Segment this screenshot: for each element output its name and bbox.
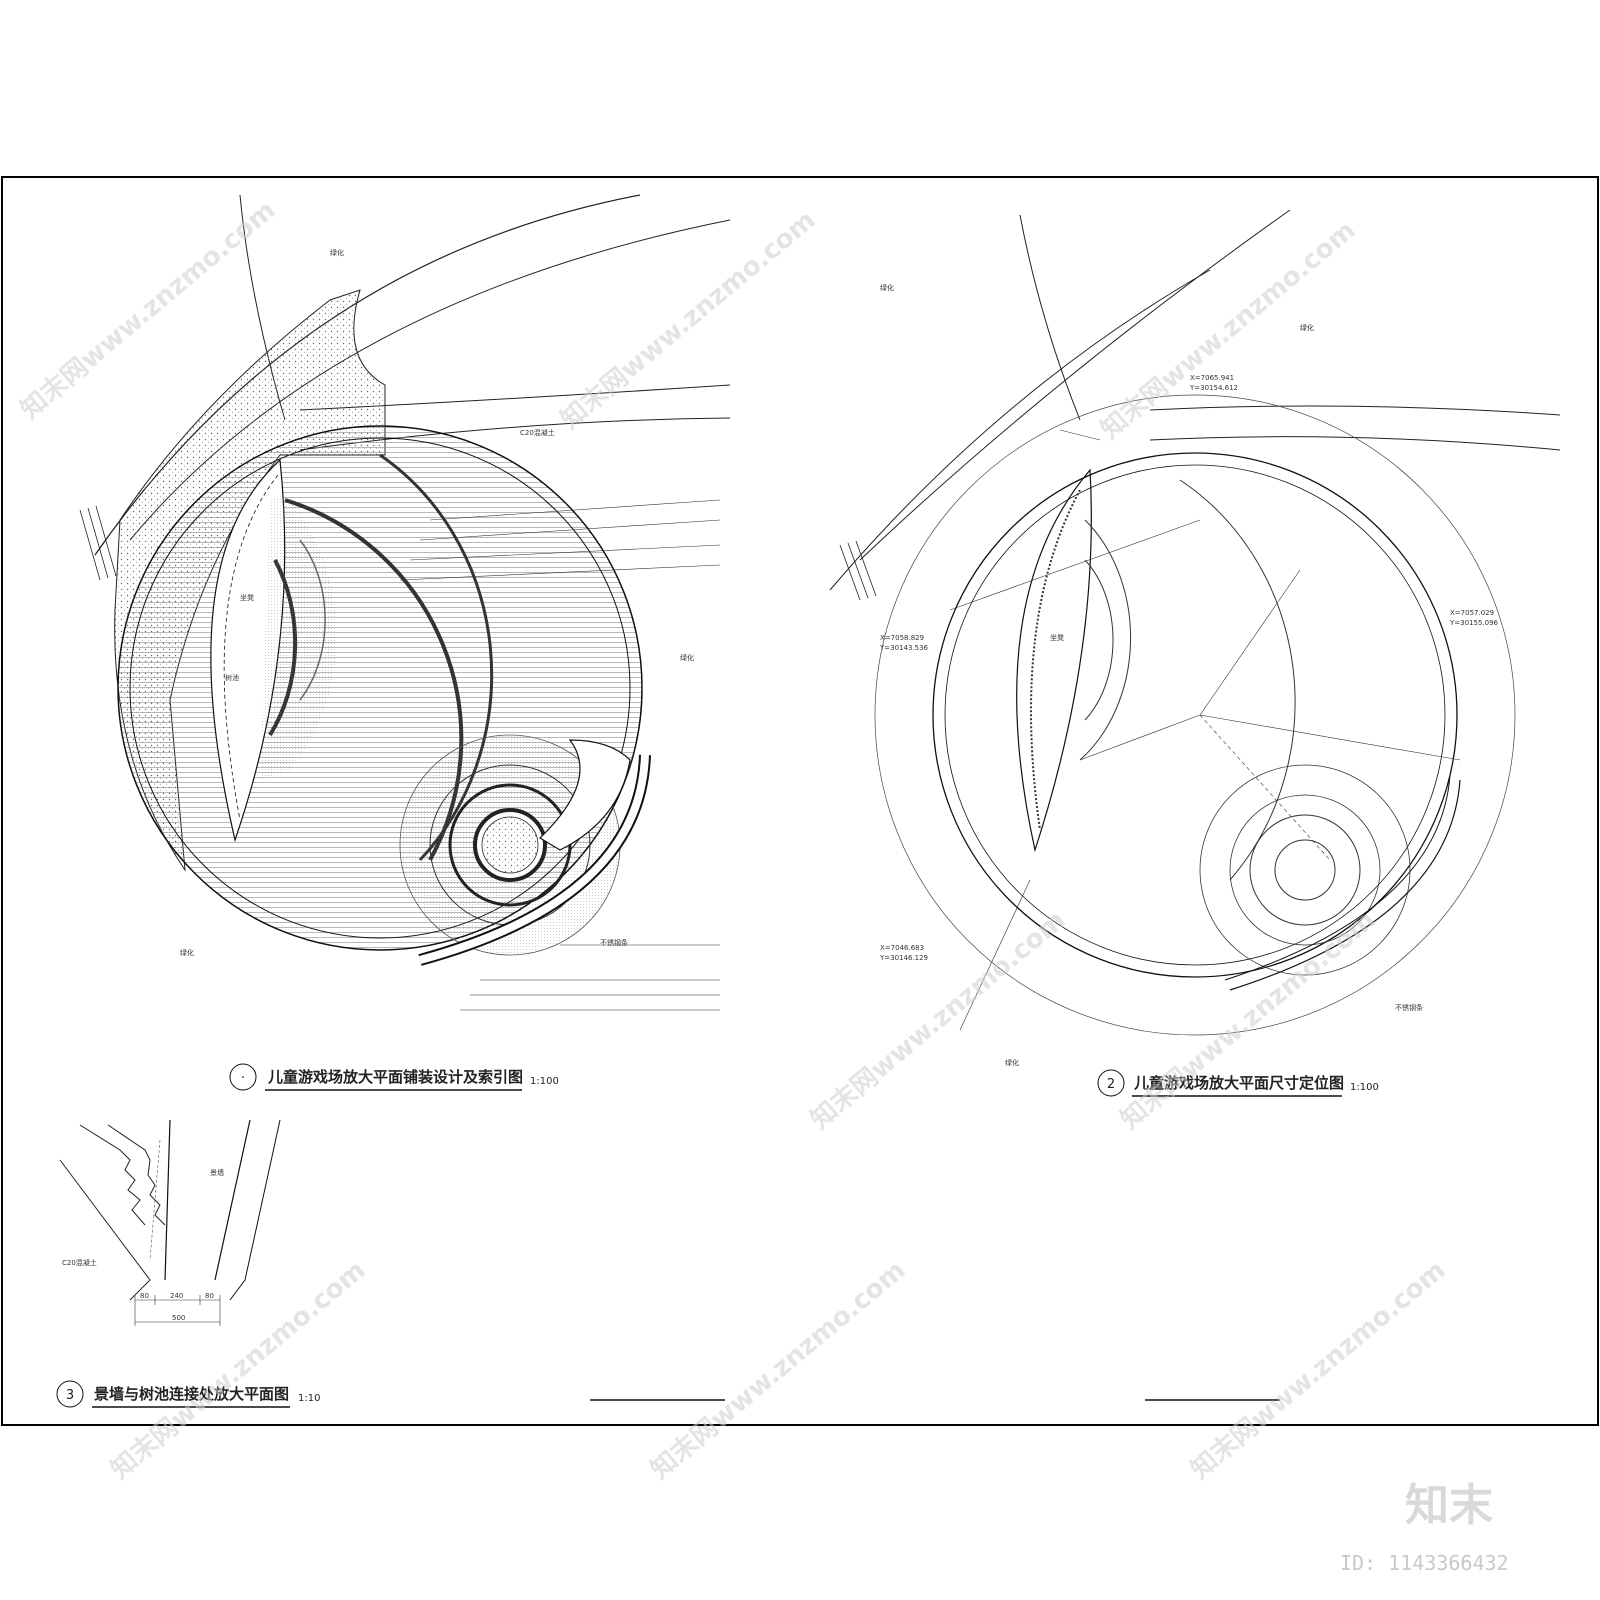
plan2-main-circle bbox=[932, 452, 1458, 978]
plan1-concrete-label: C20混凝土 bbox=[520, 428, 555, 437]
detail3-number: 3 bbox=[66, 1388, 74, 1403]
watermark-text-5: 知末网www.znzmo.com bbox=[1115, 905, 1381, 1135]
brand-watermark: 知末 bbox=[1405, 1480, 1493, 1531]
plan-2-dimensions: 绿化 绿化 绿化 坐凳 不锈钢条 X=7065.941 Y=30154.612 … bbox=[829, 209, 1561, 1097]
plan1-green-label: 绿化 bbox=[180, 948, 194, 957]
plan2-title: 儿童游戏场放大平面尺寸定位图 bbox=[1133, 1074, 1344, 1092]
plan2-coord-4: Y=30143.536 bbox=[879, 644, 929, 652]
plan2-coord-2: Y=30154.612 bbox=[1189, 384, 1238, 392]
watermark-text-3: 知末网www.znzmo.com bbox=[1095, 215, 1361, 445]
detail3-scale: 1:10 bbox=[298, 1393, 320, 1404]
plan2-coord-6: Y=30155.096 bbox=[1449, 619, 1499, 627]
image-id: ID: 1143366432 bbox=[1340, 1551, 1509, 1575]
plan2-seat-label: 坐凳 bbox=[1050, 633, 1064, 642]
detail3-dim-1: 80 bbox=[140, 1292, 149, 1300]
detail3-wall-label: 景墙 bbox=[210, 1168, 224, 1177]
detail-3-wall-junction: 80 240 80 500 C20混凝土 景墙 3 景墙与树池连接处放大平面图 … bbox=[56, 1119, 320, 1408]
watermark-text-8: 知末网www.znzmo.com bbox=[1185, 1255, 1451, 1485]
plan1-steel-label: 不锈钢条 bbox=[600, 938, 628, 947]
plan1-title: 儿童游戏场放大平面铺装设计及索引图 bbox=[267, 1068, 523, 1086]
plan2-green-label: 绿化 bbox=[1005, 1058, 1019, 1067]
plan-1-paving: 绿化 绿化 绿化 C20混凝土 不锈钢条 坐凳 树池 · 儿童游戏场放大平面铺装… bbox=[79, 194, 731, 1091]
detail3-title: 景墙与树池连接处放大平面图 bbox=[94, 1385, 289, 1403]
plan1-green-label-3: 绿化 bbox=[330, 248, 344, 257]
detail3-c20-label: C20混凝土 bbox=[62, 1258, 97, 1267]
detail3-dim-4: 500 bbox=[172, 1314, 185, 1322]
watermark-text-7: 知末网www.znzmo.com bbox=[645, 1255, 911, 1485]
plan1-tree-label: 树池 bbox=[225, 673, 239, 682]
plan2-number: 2 bbox=[1107, 1077, 1115, 1092]
plan1-green-label-2: 绿化 bbox=[680, 653, 694, 662]
plan2-coord-8: Y=30146.129 bbox=[879, 954, 928, 962]
plan2-steel-label: 不锈钢条 bbox=[1395, 1003, 1423, 1012]
plan1-seat-label: 坐凳 bbox=[240, 593, 254, 602]
plan2-coord-7: X=7046.683 bbox=[880, 944, 924, 952]
sheet-frame bbox=[1, 176, 1599, 1426]
plan1-scale: 1:100 bbox=[530, 1076, 559, 1087]
plan2-coord-3: X=7058.829 bbox=[880, 634, 924, 642]
plan2-scale: 1:100 bbox=[1350, 1082, 1379, 1093]
detail3-dim-2: 240 bbox=[170, 1292, 183, 1300]
watermark-text-2: 知末网www.znzmo.com bbox=[555, 205, 821, 435]
plan2-coord-5: X=7057.029 bbox=[1450, 609, 1494, 617]
detail3-dim-3: 80 bbox=[205, 1292, 214, 1300]
plan2-green-label-3: 绿化 bbox=[880, 283, 894, 292]
plan2-coord-1: X=7065.941 bbox=[1190, 374, 1234, 382]
plan2-green-label-2: 绿化 bbox=[1300, 323, 1314, 332]
plan1-number: · bbox=[241, 1071, 245, 1086]
watermark-text-4: 知末网www.znzmo.com bbox=[805, 905, 1071, 1135]
